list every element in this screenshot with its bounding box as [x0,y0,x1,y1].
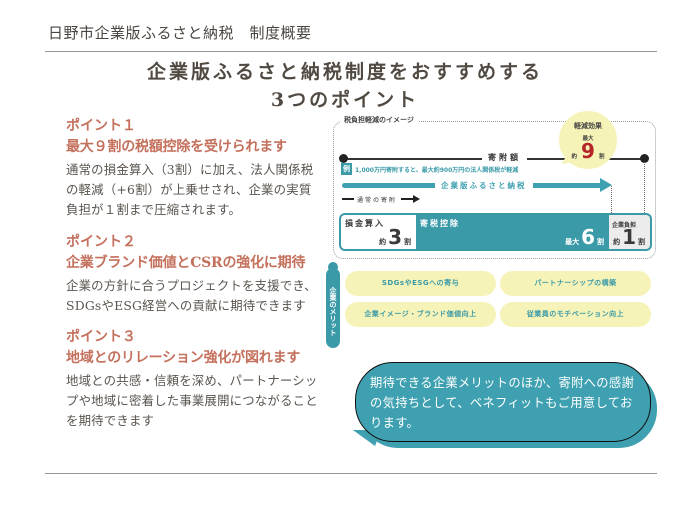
amount-value: 3 [388,225,402,249]
arrow-right-icon [413,195,420,203]
merit-item: SDGsやESGへの寄与 [345,271,496,296]
example-text: 1,000万円寄附すると、最大約900万円の法人関係税が軽減 [355,166,519,174]
merit-item: パートナーシップの構築 [500,271,651,296]
amount-value: 6 [581,225,595,249]
page-title-line1: 企業版ふるさと納税制度をおすすめする [146,61,543,83]
line-end-dot [640,154,649,163]
speech-bubble [355,362,651,442]
callout-value: 9 [581,139,595,163]
callout-unit: 割 [598,154,605,160]
amount-unit: 割 [638,238,645,246]
normal-donation-label: 通常の寄附 [357,197,398,204]
dotted-guide [611,186,612,213]
diagram-title: 税負担軽減のイメージ [340,115,418,125]
tax-burden-diagram [333,121,656,259]
segment-name: 損金算入 [345,219,385,228]
segment-amount: 最大 6 割 [565,227,604,247]
point-1: ポイント１ 最大９割の税額控除を受けられます 通常の損金算入（3割）に加え、法人… [66,116,321,220]
amount-unit: 割 [597,238,604,246]
point-body: 通常の損金算入（3割）に加え、法人関係税の軽減（+6割）が上乗せされ、企業の実質… [66,162,314,217]
dotted-guide [644,162,645,213]
tax-breakdown-bar: 損金算入 約 3 割 寄税控除 最大 6 割 企業負担 約 1 割 [339,213,652,251]
callout-max: 最大 [582,136,594,142]
callout-prefix: 約 [571,154,578,160]
header-divider [45,51,657,52]
point-heading: 最大９割の税額控除を受けられます [66,139,287,155]
bubble-text: 期待できる企業メリットのほか、寄附への感謝の気持ちとして、ベネフィットもご用意し… [370,376,635,430]
amount-value: 1 [622,225,636,249]
callout-value-row: 約 9 割 [559,140,617,162]
merits-tag: 企業のメリット [326,262,340,348]
reduction-effect-callout: 軽減効果 最大 約 9 割 [559,111,617,169]
point-heading: 企業ブランド価値とCSRの強化に期待 [66,255,306,271]
footer-divider [45,473,657,474]
segment-deductible: 損金算入 約 3 割 [341,215,416,249]
amount-unit: 割 [404,238,411,246]
point-body: 企業の方針に合うプロジェクトを支援でき、SDGsやESG経営への貢献に期待できま… [66,278,317,313]
line-start-dot [339,154,348,163]
point-body: 地域との共感・信頼を深め、パートナーシップや地域に密着した事業展開につながること… [66,373,318,428]
merit-item: 企業イメージ・ブランド価値向上 [345,302,496,327]
example-tag: 例 [341,163,352,175]
amount-prefix: 最大 [565,238,580,246]
donation-amount-label: 寄附額 [482,152,527,163]
segment-amount: 約 1 割 [613,227,645,247]
segment-amount: 約 3 割 [379,227,411,247]
segment-tax-credit: 寄税控除 最大 6 割 [416,215,609,249]
merit-item: 従業員のモチベーション向上 [500,302,651,327]
normal-donation-arrow-line [401,198,415,200]
point-3: ポイント３ 地域とのリレーション強化が図れます 地域との共感・信頼を深め、パート… [66,327,321,431]
point-heading: 地域とのリレーション強化が図れます [66,350,301,366]
amount-prefix: 約 [379,238,387,246]
normal-donation-line [342,198,354,200]
segment-company-burden: 企業負担 約 1 割 [609,215,650,249]
amount-prefix: 約 [613,238,621,246]
furusato-label: 企業版ふるさと納税 [435,180,533,191]
point-2: ポイント２ 企業ブランド価値とCSRの強化に期待 企業の方針に合うプロジェクトを… [66,232,321,316]
point-label: ポイント２ [66,234,136,250]
point-label: ポイント１ [66,118,136,134]
point-label: ポイント３ [66,329,136,345]
segment-name: 企業負担 [612,222,637,229]
segment-name: 寄税控除 [420,219,460,228]
document-header: 日野市企業版ふるさと納税 制度概要 [48,24,312,42]
callout-title: 軽減効果 [574,122,602,130]
arrow-right-icon [600,178,612,192]
example-note: 例 1,000万円寄附すると、最大約900万円の法人関係税が軽減 [341,163,518,175]
page-title-line2: 3つのポイント [270,89,420,111]
